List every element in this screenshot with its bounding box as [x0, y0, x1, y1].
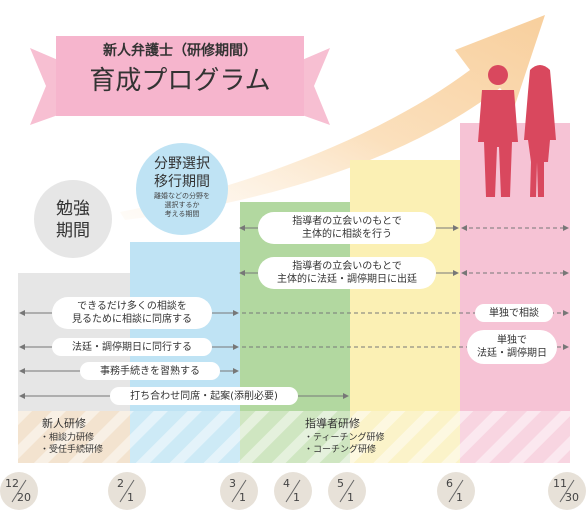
- date-month: 12: [5, 477, 19, 490]
- activity-accompany-court: 法廷・調停期日に同行する: [52, 338, 212, 356]
- activity-office-procedures: 事務手続きを習熟する: [80, 362, 220, 380]
- activity-text: 指導者の立会いのもとで 主体的に法廷・調停期日に出廷: [277, 261, 417, 285]
- title-main: 育成プログラム: [89, 66, 271, 96]
- activity-solo-court: 単独で 法廷・調停期日: [467, 330, 557, 364]
- activity-solo-consult: 単独で相談: [475, 304, 553, 322]
- date-month: 5: [337, 477, 344, 490]
- activity-text: 単独で 法廷・調停期日: [477, 335, 547, 359]
- activity-text: 打ち合わせ同席・起案(添削必要): [130, 390, 278, 402]
- mentor-training-title: 指導者研修: [305, 417, 360, 430]
- date-day: 1: [293, 491, 300, 504]
- study-period-label: 勉強 期間: [56, 199, 90, 241]
- activity-text: 法廷・調停期日に同行する: [72, 341, 192, 353]
- date-month: 3: [229, 477, 236, 490]
- new-training-item: ・相談力研修: [40, 433, 95, 443]
- date-month: 4: [283, 477, 290, 490]
- date-month: 6: [446, 477, 453, 490]
- activity-text: 単独で相談: [489, 307, 539, 319]
- training-band: [18, 411, 570, 463]
- date-day: 1: [239, 491, 246, 504]
- date-day: 1: [127, 491, 134, 504]
- activity-mentor-consult: 指導者の立会いのもとで 主体的に相談を行う: [258, 212, 436, 244]
- transition-period-circle: [136, 143, 228, 235]
- activity-attend-consult: できるだけ多くの相談を 見るために相談に同席する: [52, 297, 212, 329]
- activity-text: できるだけ多くの相談を 見るために相談に同席する: [72, 301, 192, 325]
- date-day: 1: [456, 491, 463, 504]
- date-month: 11: [553, 477, 567, 490]
- transition-period-label: 分野選択 移行期間: [154, 156, 210, 190]
- activity-mentor-court: 指導者の立会いのもとで 主体的に法廷・調停期日に出廷: [258, 257, 436, 289]
- activity-text: 指導者の立会いのもとで 主体的に相談を行う: [292, 216, 402, 240]
- new-training-title: 新人研修: [42, 417, 86, 430]
- activity-meeting-drafting: 打ち合わせ同席・起案(添削必要): [110, 387, 298, 405]
- new-training-item: ・受任手続研修: [40, 445, 104, 455]
- date-day: 30: [565, 491, 579, 504]
- date-day: 20: [17, 491, 31, 504]
- activity-text: 事務手続きを習熟する: [100, 365, 200, 377]
- column-pink: [460, 123, 570, 463]
- study-period-circle: [34, 180, 112, 258]
- title-banner: [30, 36, 330, 125]
- mentor-training-item: ・ティーチング研修: [304, 433, 385, 443]
- title-subtitle: 新人弁護士（研修期間）: [103, 43, 257, 59]
- date-month: 2: [117, 477, 124, 490]
- date-day: 1: [347, 491, 354, 504]
- mentor-training-item: ・コーチング研修: [304, 445, 377, 455]
- transition-period-note: 離婚などの分野を 選択するか 考える期間: [154, 192, 210, 218]
- business-people-icon: [478, 65, 556, 197]
